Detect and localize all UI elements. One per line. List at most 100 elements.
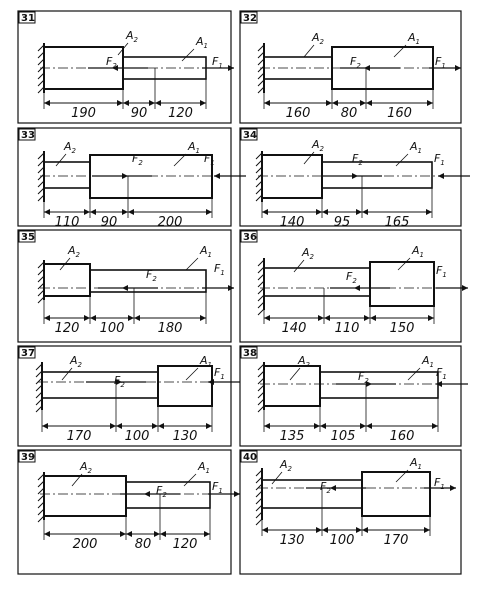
force-label-a: F2 (132, 152, 143, 167)
dimension-arrow (360, 423, 366, 429)
rod-thin-section (125, 481, 211, 509)
force-label-a: F2 (320, 480, 331, 495)
rod-thick-section (43, 475, 127, 517)
wall-hatch (37, 173, 45, 181)
dimension-arrow (116, 423, 122, 429)
dimension-arrow (152, 423, 158, 429)
problem-number: 40 (243, 452, 257, 463)
dimension-value: 160 (387, 106, 412, 121)
dimension-arrow (200, 315, 206, 321)
problem-number-box (18, 450, 36, 463)
force-label-a: F2 (352, 152, 363, 167)
dimension-arrow (332, 100, 338, 106)
rod-thick-section (43, 263, 91, 297)
wall-hatch (35, 363, 43, 371)
problem-number: 37 (21, 348, 35, 359)
problem-number: 35 (21, 232, 35, 243)
wall-hatch (255, 504, 263, 512)
dimension-arrow (362, 527, 368, 533)
force-label-b: F1 (212, 480, 223, 495)
force-label-b: F1 (436, 264, 447, 279)
dimension-arrow (42, 423, 48, 429)
panel-frame (17, 10, 232, 124)
wall-hatch (257, 266, 265, 274)
problem-number: 34 (243, 130, 257, 141)
dimension-arrow (428, 315, 434, 321)
area-label-left: A2 (301, 246, 315, 261)
dimension-value: 90 (101, 215, 118, 230)
force-label-b: F1 (214, 366, 225, 381)
force-label-b: F1 (434, 476, 445, 491)
dimension-value: 100 (100, 321, 125, 336)
wall-hatch (37, 194, 45, 202)
force-arrow-b (228, 65, 234, 71)
area-label-right: A1 (409, 140, 422, 155)
area-leader-right (397, 257, 411, 271)
area-leader-left (59, 257, 71, 271)
area-label-right: A1 (409, 456, 422, 471)
wall-hatch (257, 51, 265, 59)
area-leader-right (185, 367, 199, 381)
dimension-value: 190 (71, 106, 96, 121)
dimension-arrow (44, 209, 50, 215)
dimension-arrow (322, 209, 328, 215)
dimension-value: 170 (67, 429, 92, 444)
area-leader-right (407, 367, 421, 381)
panel-frame (239, 127, 462, 227)
dimension-arrow (426, 209, 432, 215)
dimension-arrow (44, 531, 50, 537)
dimension-arrow (314, 423, 320, 429)
problem-number: 38 (243, 348, 257, 359)
dimension-value: 140 (280, 215, 305, 230)
wall-hatch (35, 384, 43, 392)
panel-frame (17, 127, 232, 227)
area-leader-left (271, 471, 283, 485)
dimension-arrow (432, 423, 438, 429)
area-leader-right (185, 257, 199, 271)
dimension-value: 130 (173, 429, 198, 444)
rod-thin-section (89, 269, 207, 293)
panel-frame (239, 229, 462, 343)
problem-number-box (240, 346, 258, 359)
area-label-right: A1 (199, 244, 212, 259)
dimension-arrow (356, 209, 362, 215)
dimension-value: 135 (280, 429, 305, 444)
area-label-right: A1 (197, 460, 210, 475)
force-label-b: F1 (212, 55, 223, 70)
dimension-value: 100 (330, 533, 355, 548)
wall-hatch (255, 483, 263, 491)
force-arrow-b (462, 285, 468, 291)
dimension-arrow (149, 100, 155, 106)
wall-hatch (35, 405, 43, 413)
area-leader-right (183, 473, 197, 487)
force-label-b: F1 (434, 152, 445, 167)
area-leader-right (181, 48, 195, 62)
wall-hatch (257, 259, 265, 267)
dimension-arrow (128, 209, 134, 215)
force-arrow-b (214, 173, 220, 179)
area-label-left: A2 (69, 354, 83, 369)
dimension-arrow (264, 423, 270, 429)
area-label-left: A2 (125, 29, 139, 44)
problem-number-box (18, 230, 36, 243)
dimension-arrow (44, 315, 50, 321)
dimension-arrow (84, 209, 90, 215)
wall-hatch (37, 166, 45, 174)
dimension-arrow (200, 100, 206, 106)
dimension-arrow (90, 209, 96, 215)
wall-hatch (257, 280, 265, 288)
panel-frame (239, 345, 462, 447)
wall-hatch (255, 518, 263, 526)
panel-frame (17, 229, 232, 343)
problem-number-box (240, 11, 258, 24)
rod-thick-section (263, 365, 321, 407)
wall-hatch (255, 511, 263, 519)
dimension-arrow (320, 423, 326, 429)
dimension-arrow (204, 531, 210, 537)
dimension-value: 150 (390, 321, 415, 336)
area-label-left: A2 (79, 460, 93, 475)
